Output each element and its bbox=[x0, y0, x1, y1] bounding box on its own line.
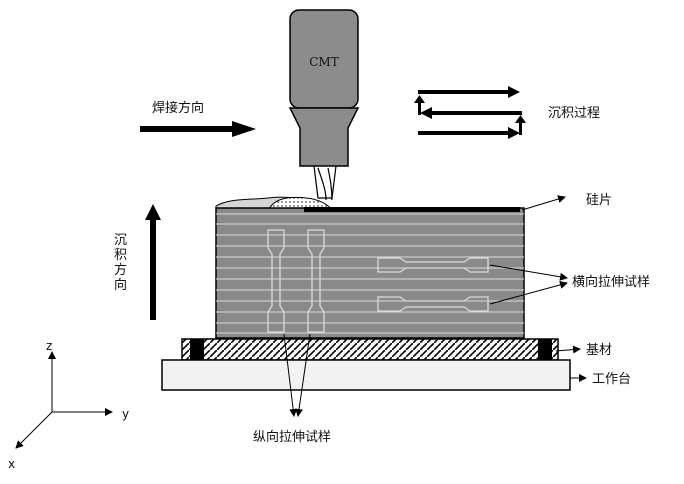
substrate bbox=[181, 338, 559, 361]
transverse-specimen-1 bbox=[377, 257, 489, 273]
torch-label: CMT bbox=[309, 55, 338, 69]
longitudinal-specimen-2 bbox=[307, 229, 325, 333]
axis-y-label: y bbox=[122, 407, 129, 421]
axis-x bbox=[15, 411, 53, 449]
layer-lines bbox=[216, 213, 524, 334]
transverse-specimens bbox=[377, 257, 489, 312]
deposition-direction-arrow bbox=[145, 204, 161, 320]
longitudinal-specimens bbox=[267, 229, 325, 333]
substrate-label: 基材 bbox=[586, 343, 612, 358]
silicon-wafer-label: 硅片 bbox=[586, 193, 612, 208]
deposited-wall bbox=[215, 207, 525, 339]
leader-substrate bbox=[555, 345, 581, 354]
clamp-left bbox=[190, 339, 204, 360]
leader-longitudinal-1 bbox=[283, 333, 298, 417]
welding-arc bbox=[313, 165, 337, 201]
deposition-direction-char-3: 方 bbox=[114, 262, 127, 278]
longitudinal-specimen-1 bbox=[267, 229, 285, 333]
leader-longitudinal-2 bbox=[295, 333, 311, 417]
welding-direction-arrow bbox=[140, 121, 256, 137]
longitudinal-specimen-label: 纵向拉伸试样 bbox=[253, 429, 331, 445]
clamp-right bbox=[538, 339, 552, 360]
axis-x-label: x bbox=[8, 457, 15, 471]
deposition-process-label: 沉积过程 bbox=[548, 106, 600, 121]
worktable-label: 工作台 bbox=[592, 372, 631, 387]
deposition-direction-char-1: 沉 bbox=[114, 233, 127, 248]
worktable bbox=[161, 359, 571, 391]
leader-lines bbox=[283, 195, 587, 417]
axis-z-label: z bbox=[46, 339, 52, 353]
leader-transverse-1 bbox=[489, 264, 568, 281]
leader-silicon-wafer bbox=[521, 195, 566, 211]
coordinate-axes bbox=[15, 351, 113, 449]
transverse-specimen-2 bbox=[377, 296, 489, 312]
cmt-torch: CMT bbox=[288, 9, 360, 167]
deposition-process-arrows bbox=[414, 86, 526, 139]
transverse-specimen-label: 横向拉伸试样 bbox=[572, 274, 650, 290]
torch-nozzle bbox=[288, 107, 360, 167]
deposition-direction-char-4: 向 bbox=[114, 277, 127, 293]
leader-transverse-2 bbox=[489, 280, 568, 305]
silicon-wafer bbox=[304, 207, 520, 212]
welding-direction-label: 焊接方向 bbox=[152, 100, 204, 116]
deposition-direction-char-2: 积 bbox=[114, 248, 127, 263]
deposition-direction-label: 沉 积 方 向 bbox=[114, 233, 127, 293]
